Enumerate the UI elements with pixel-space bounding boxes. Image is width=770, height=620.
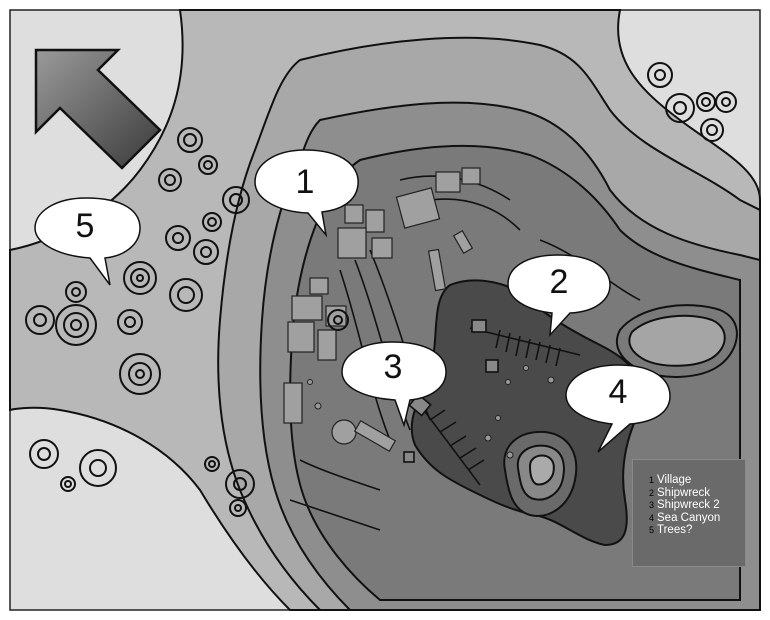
speech-bubble-icon <box>254 149 359 238</box>
legend-item-number: 4 <box>649 512 655 523</box>
legend-item-number: 1 <box>649 475 655 485</box>
deep-region <box>410 279 644 547</box>
legend-item: 3 Shipwreck 2 <box>649 499 745 512</box>
legend-item: 4 Sea Canyon <box>649 512 745 525</box>
callout-4-label: 4 <box>609 373 628 411</box>
callout-3-label: 3 <box>384 348 403 386</box>
callout-4[interactable]: 4 <box>565 364 671 453</box>
callout-3[interactable]: 3 <box>341 341 447 428</box>
callout-1-label: 1 <box>296 163 315 201</box>
callout-5-label: 5 <box>76 207 95 245</box>
speech-bubble-icon <box>565 364 671 453</box>
speech-bubble-icon <box>341 341 447 428</box>
callout-2[interactable]: 2 <box>507 254 611 338</box>
legend-item-label: Shipwreck <box>657 486 711 499</box>
central-hill <box>503 430 578 517</box>
legend-item: 5 Trees? <box>649 524 745 537</box>
island-right <box>615 304 738 378</box>
tree-swirl-icon <box>177 127 203 153</box>
callout-5[interactable]: 5 <box>34 197 141 286</box>
legend-item-label: Village <box>657 474 692 486</box>
speech-bubble-icon <box>507 254 611 338</box>
legend-item-label: Trees? <box>657 524 693 536</box>
tree-swirls <box>25 62 737 517</box>
callout-2-label: 2 <box>550 263 569 301</box>
legend-item-number: 5 <box>649 525 655 535</box>
speech-bubble-icon <box>34 197 141 286</box>
callout-1[interactable]: 1 <box>254 149 359 238</box>
legend-item: 2 Shipwreck <box>649 487 745 500</box>
legend-item-label: Sea Canyon <box>657 511 721 524</box>
legend-item: 1 Village <box>649 474 745 487</box>
legend-item-number: 2 <box>649 487 655 498</box>
callouts: 1 2 3 4 5 <box>34 149 671 453</box>
north-arrow-icon <box>34 48 162 170</box>
legend-item-label: Shipwreck 2 <box>657 499 720 511</box>
map-legend: 1 Village 2 Shipwreck 3 Shipwreck 2 4 Se… <box>632 459 746 567</box>
legend-item-number: 3 <box>649 500 655 510</box>
